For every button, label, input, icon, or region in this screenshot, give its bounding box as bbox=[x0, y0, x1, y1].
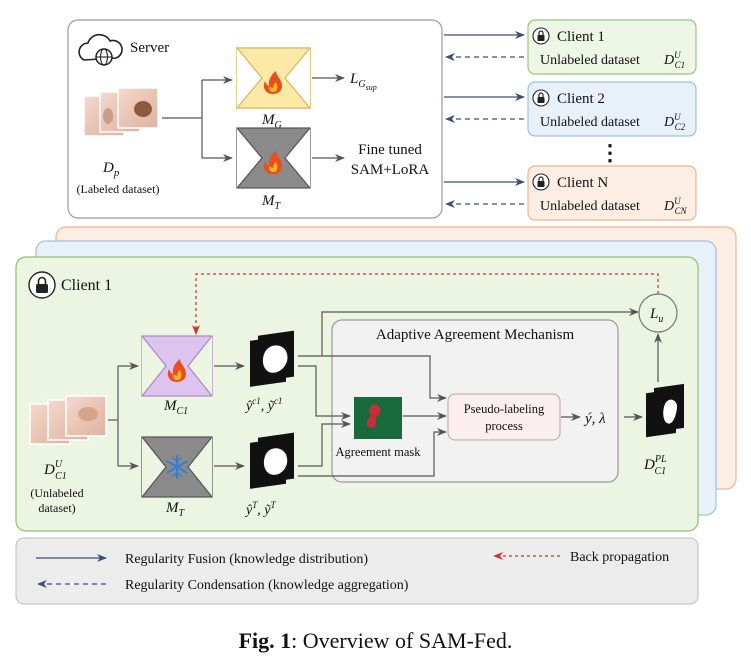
back-propagation-path bbox=[192, 273, 659, 335]
agreement-mask-image bbox=[354, 397, 402, 439]
ellipsis: ⋮ bbox=[599, 140, 621, 165]
client-dataset-caption-2: dataset) bbox=[38, 501, 75, 515]
pseudo-labeling-box bbox=[447, 393, 561, 441]
server-box: Server Dp (Labeled dataset) bbox=[67, 19, 443, 219]
model-t-client-label: MT bbox=[165, 500, 186, 519]
aam-connectors bbox=[298, 308, 662, 477]
model-c1-hourglass bbox=[141, 335, 213, 397]
mask-t-stack bbox=[250, 432, 294, 489]
legend-backprop-label: Back propagation bbox=[570, 550, 669, 565]
pseudo-labeling-line2: process bbox=[485, 419, 523, 433]
client-branch-lines bbox=[108, 362, 139, 470]
client-panel-title: Client 1 bbox=[61, 277, 112, 294]
server-title: Server bbox=[130, 40, 169, 56]
server-dataset-caption: (Labeled dataset) bbox=[77, 182, 160, 196]
snowflake-icon bbox=[166, 455, 188, 479]
legend-fusion-label: Regularity Fusion (knowledge distributio… bbox=[125, 552, 368, 567]
legend-box bbox=[15, 537, 699, 605]
client-panel-lock-icon bbox=[28, 271, 56, 299]
lock-icon bbox=[532, 89, 550, 107]
client-name: Client N bbox=[557, 175, 608, 191]
client-name: Client 2 bbox=[557, 91, 605, 107]
loss-g-sup: LGsup bbox=[349, 71, 377, 92]
caption-rest: : Overview of SAM-Fed. bbox=[291, 628, 513, 653]
loss-u-label: Lu bbox=[649, 306, 663, 325]
aam-title: Adaptive Agreement Mechanism bbox=[376, 327, 575, 343]
client-dataset-caption-1: (Unlabeled bbox=[30, 486, 83, 500]
fine-tuned-label: Fine tuned bbox=[358, 142, 422, 158]
figure-caption: Fig. 1: Overview of SAM-Fed. bbox=[0, 628, 751, 654]
server-dataset-label: Dp bbox=[102, 160, 120, 179]
caption-bold: Fig. 1 bbox=[238, 628, 292, 653]
client-dataset-label: Unlabeled dataset bbox=[540, 53, 640, 68]
server-client-arrows bbox=[444, 31, 525, 208]
client-dataset-label: Unlabeled dataset bbox=[540, 115, 640, 130]
client-box-bg bbox=[527, 165, 697, 221]
flame-icon bbox=[263, 151, 282, 174]
server-image-stack bbox=[83, 87, 159, 137]
model-g-label: MG bbox=[261, 112, 282, 131]
pseudo-labeling-line1: Pseudo-labeling bbox=[464, 402, 545, 416]
flame-icon bbox=[263, 71, 282, 94]
y-lambda-label: ý, λ bbox=[583, 411, 606, 427]
server-branch-lines bbox=[162, 76, 233, 162]
client-name: Client 1 bbox=[557, 29, 605, 45]
client-box-bg bbox=[527, 81, 697, 137]
legend-condensation-label: Regularity Condensation (knowledge aggre… bbox=[125, 578, 409, 593]
client-image-stack bbox=[29, 395, 107, 445]
sam-lora-label: SAM+LoRA bbox=[351, 162, 430, 178]
model-g-hourglass bbox=[235, 46, 311, 110]
pred-t-label: ŷT, ỹT bbox=[244, 500, 276, 518]
lock-icon bbox=[532, 27, 550, 45]
model-c1-label: MC1 bbox=[163, 398, 188, 417]
cloud-globe-icon bbox=[78, 33, 123, 66]
agreement-mask-label: Agreement mask bbox=[335, 445, 421, 459]
client-box-bg bbox=[527, 19, 697, 75]
client-dataset-label: Unlabeled dataset bbox=[540, 199, 640, 214]
flame-icon bbox=[167, 359, 186, 382]
pred-c1-label: ŷc1, ỹc1 bbox=[244, 396, 282, 414]
model-t-hourglass bbox=[236, 127, 311, 189]
mask-c1-stack bbox=[250, 330, 294, 387]
lock-icon bbox=[532, 173, 550, 191]
mask-pl-stack bbox=[646, 383, 684, 438]
model-t-label: MT bbox=[261, 193, 282, 212]
